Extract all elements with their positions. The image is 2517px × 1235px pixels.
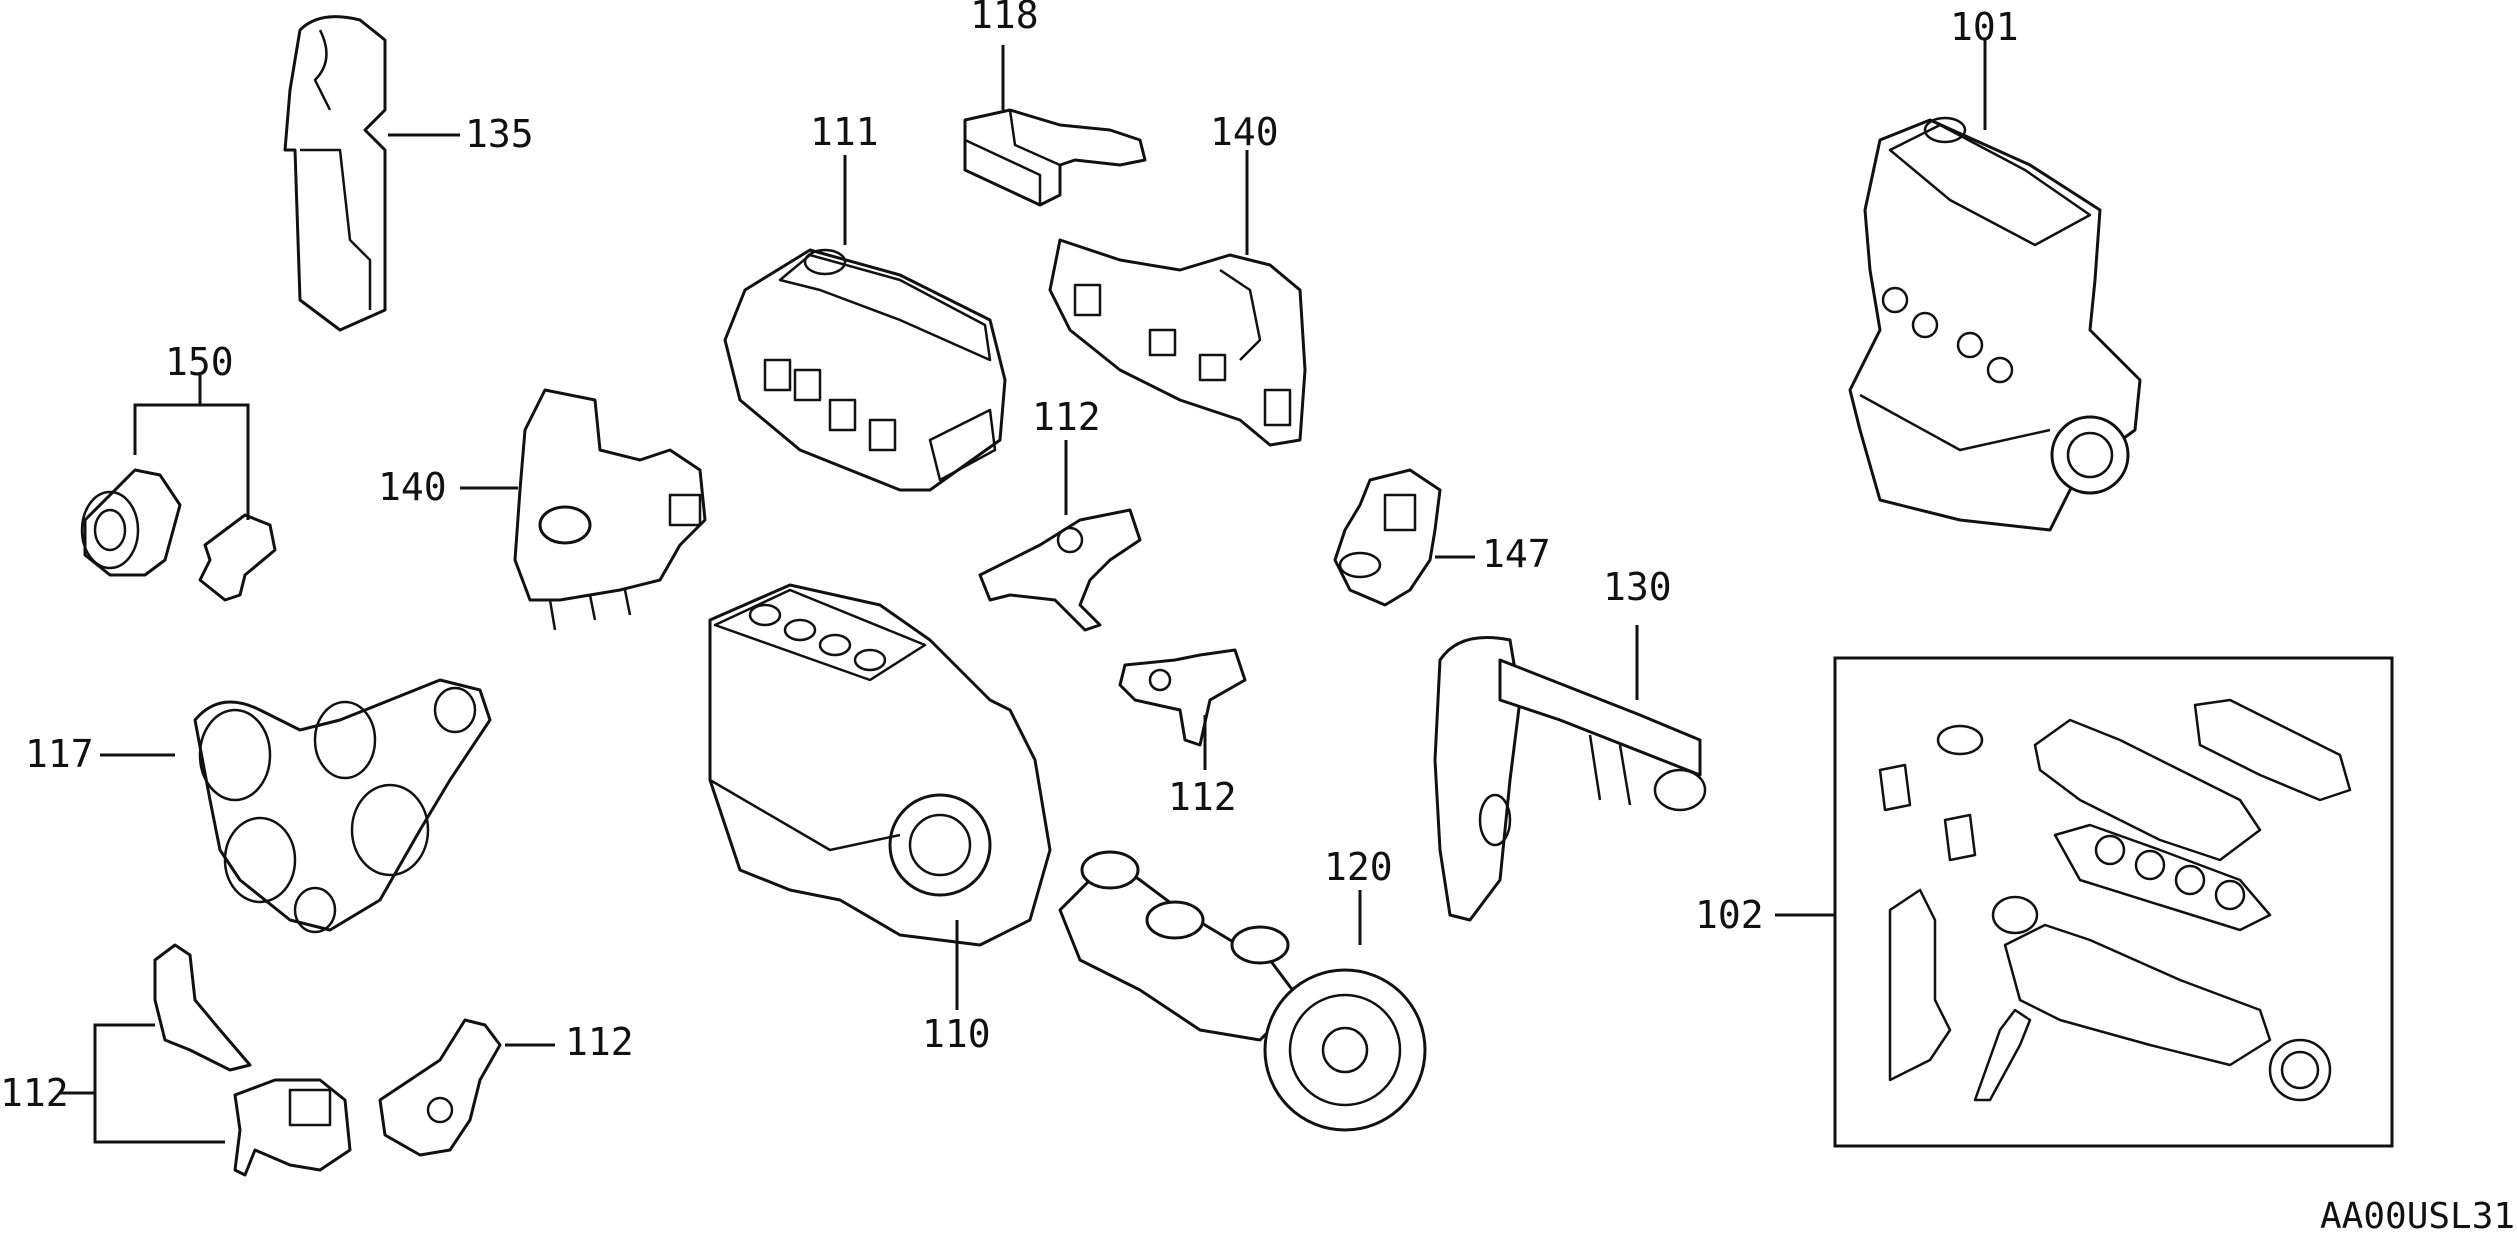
mount-bottom-center-part[interactable] (378, 1018, 502, 1157)
mount-bracket-part[interactable] (513, 388, 707, 631)
callout-label-147: 147 (1482, 532, 1551, 576)
cylinder-head-part[interactable] (723, 248, 1007, 492)
gasket-kit-box (1833, 656, 2394, 1148)
callout-label-112-mid: 112 (1168, 775, 1237, 819)
egr-valve-part[interactable] (1333, 468, 1442, 607)
bracket-center-part[interactable] (978, 508, 1142, 632)
callout-label-135: 135 (465, 112, 534, 156)
hose-part[interactable] (963, 108, 1147, 207)
exhaust-manifold-part[interactable] (1048, 238, 1307, 447)
bracket-middle-part[interactable] (1118, 648, 1247, 747)
callout-label-102: 102 (1695, 893, 1764, 937)
callout-line-150 (133, 375, 250, 520)
engine-assembly-part[interactable] (1848, 116, 2142, 532)
callout-label-120: 120 (1324, 845, 1393, 889)
callout-label-130: 130 (1603, 565, 1672, 609)
callout-label-150: 150 (165, 340, 234, 384)
timing-cover-part[interactable] (283, 15, 387, 332)
drive-belt-part[interactable] (193, 678, 492, 934)
gasket-kit-part[interactable] (1833, 656, 2394, 1148)
diagram-code: AA00USL31 (2320, 1196, 2515, 1235)
callout-label-140-top: 140 (1210, 110, 1279, 154)
callout-line-112-bl (60, 1023, 225, 1144)
callout-label-117: 117 (25, 732, 94, 776)
callout-label-101: 101 (1950, 5, 2019, 49)
callout-label-118: 118 (970, 0, 1039, 37)
callout-label-112-bl: 112 (0, 1071, 69, 1115)
crankshaft-part[interactable] (1058, 850, 1427, 1132)
callout-label-112-bc: 112 (565, 1020, 634, 1064)
engine-block-part[interactable] (708, 583, 1052, 947)
camshaft-part[interactable] (1433, 636, 1707, 922)
callout-label-110: 110 (922, 1012, 991, 1056)
oil-filter-part[interactable] (80, 468, 277, 602)
mount-bottom-left-part[interactable] (153, 943, 352, 1177)
callout-label-112-center: 112 (1032, 395, 1101, 439)
callout-label-111: 111 (810, 110, 879, 154)
callout-label-140-left: 140 (378, 465, 447, 509)
